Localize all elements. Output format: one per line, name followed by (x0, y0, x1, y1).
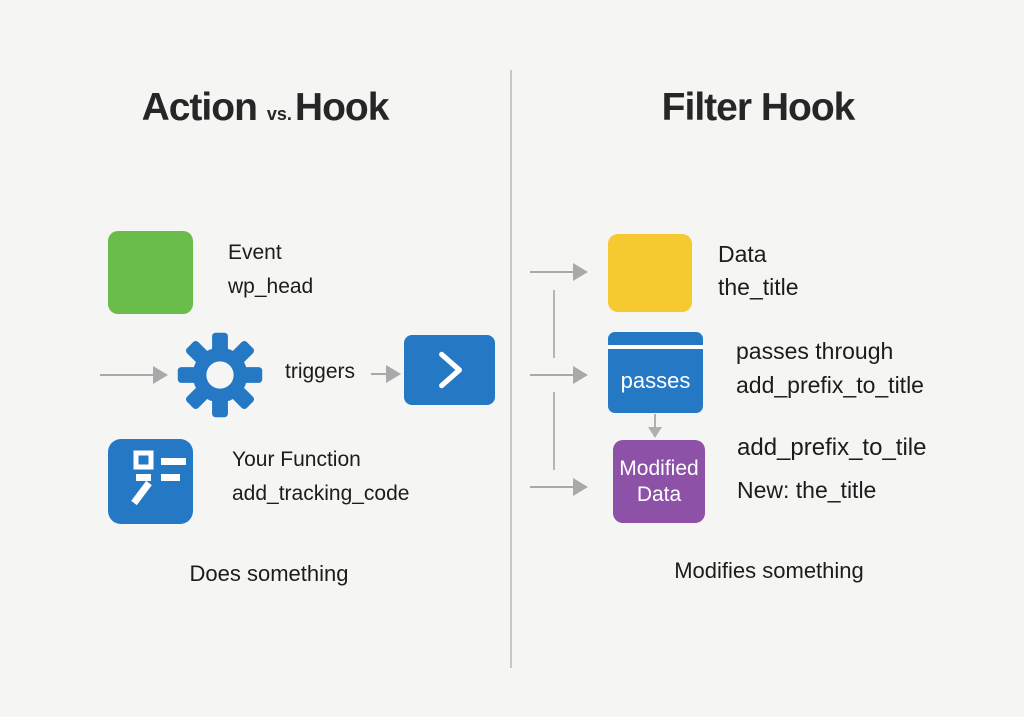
function-code: add_tracking_code (232, 482, 410, 505)
panel-divider (510, 70, 512, 668)
arrow-down-icon (648, 414, 662, 438)
arrow-right-icon (371, 365, 401, 383)
code-function-icon (131, 450, 186, 506)
arrow-right-icon (100, 366, 168, 384)
modified-code: New: the_title (737, 477, 877, 503)
event-label-block: Event wp_head (228, 236, 313, 304)
data-code: the_title (718, 274, 799, 300)
passes-box: passes (608, 332, 703, 413)
passes-label-block: passes through add_prefix_to_title (736, 334, 924, 402)
data-label-block: Data the_title (718, 238, 799, 304)
function-label-block: Your Function add_tracking_code (232, 443, 409, 511)
passes-code: add_prefix_to_title (736, 372, 924, 398)
passes-box-header (608, 332, 703, 345)
function-label: Your Function (232, 448, 361, 471)
connector-line (553, 392, 555, 470)
title-hook: Hook (294, 86, 389, 129)
data-box (608, 234, 692, 312)
triggers-label: triggers (285, 360, 356, 383)
modified-box-line2: Data (636, 482, 682, 506)
modified-data-box: Modified Data (613, 440, 705, 523)
modified-box-line1: Modified (619, 456, 699, 480)
connector-line (553, 290, 555, 358)
left-caption: Does something (189, 561, 349, 586)
arrow-right-icon (530, 263, 588, 281)
title-action: Action (141, 86, 258, 129)
event-label: Event (228, 241, 282, 264)
title-vs: vs. (266, 104, 292, 124)
left-panel-title: Action vs.Hook (10, 86, 520, 130)
passes-label: passes through (736, 338, 894, 364)
run-box (404, 335, 495, 405)
arrow-right-icon (530, 366, 588, 384)
passes-box-label: passes (608, 349, 703, 413)
right-caption: Modifies something (674, 558, 864, 583)
right-panel-title: Filter Hook (661, 86, 856, 129)
gear-icon (177, 332, 263, 418)
chevron-right-icon (438, 351, 462, 389)
modified-label: add_prefix_to_tile (737, 434, 927, 461)
arrow-right-icon (530, 478, 588, 496)
function-box (108, 439, 193, 524)
passes-box-gap (608, 345, 703, 349)
event-code: wp_head (228, 275, 314, 298)
event-box (108, 231, 193, 314)
data-label: Data (718, 241, 767, 267)
